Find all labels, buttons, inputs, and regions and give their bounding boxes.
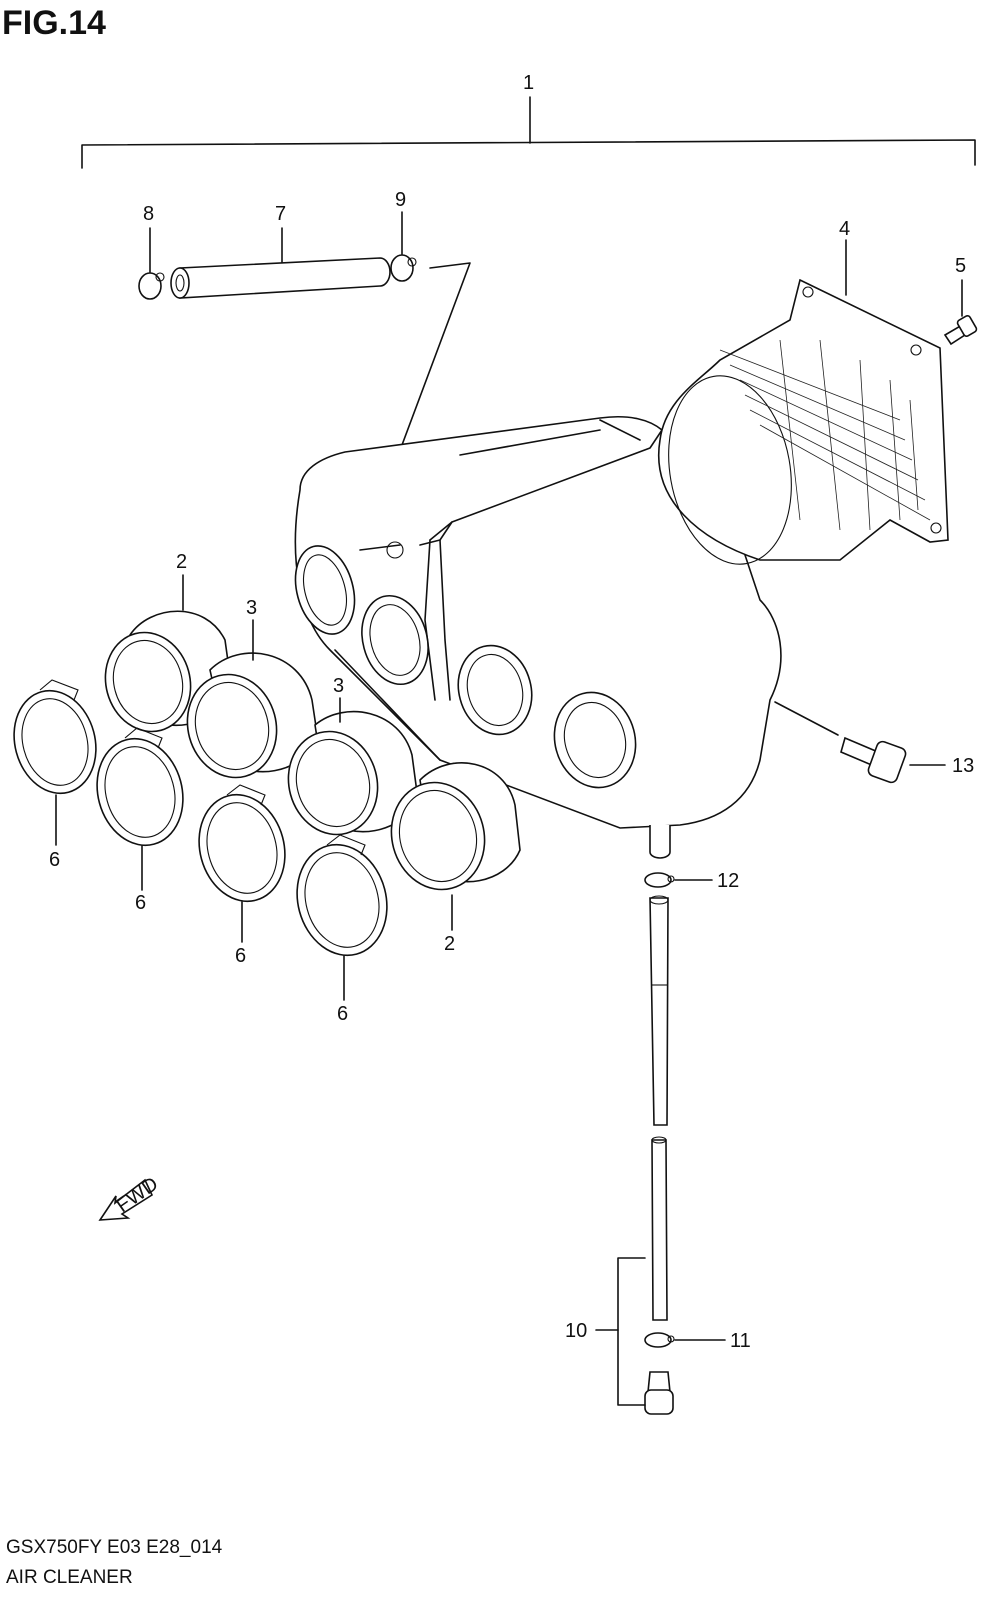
callout-13: 13: [952, 755, 974, 777]
callout-labels: 1 2 2 3 3 4 5 6 6 6 6 7 8 9 10 11 12 13: [49, 72, 974, 1352]
callout-7: 7: [275, 203, 286, 225]
figure-title: FIG.14: [2, 4, 106, 42]
hose-clamp-left: [138, 227, 165, 300]
drain-set-bracket: [595, 1257, 646, 1406]
callout-1: 1: [523, 72, 534, 94]
callout-5: 5: [955, 255, 966, 277]
model-code: GSX750FY E03 E28_014: [6, 1537, 223, 1558]
callout-3: 3: [246, 597, 257, 619]
funnel-clamp-4: [296, 834, 388, 1001]
drain-hose-upper: [649, 895, 669, 1126]
callout-3: 3: [333, 675, 344, 697]
funnel-clamp-2: [96, 727, 184, 891]
callout-6: 6: [235, 945, 246, 967]
callout-8: 8: [143, 203, 154, 225]
drain-plug: [644, 1371, 674, 1415]
intake-boot-right: [287, 697, 419, 836]
drain-hose-lower: [651, 1136, 668, 1321]
funnel-clamp-1: [13, 679, 97, 846]
mounting-bolt: [774, 701, 946, 784]
callout-12: 12: [717, 870, 739, 892]
filter-screw: [943, 279, 978, 346]
callout-11: 11: [730, 1330, 751, 1352]
funnel-clamp-3: [198, 784, 286, 943]
callout-10: 10: [565, 1320, 587, 1342]
drain-clip-lower: [644, 1332, 726, 1348]
fwd-label: FWD: [112, 1173, 162, 1217]
callout-4: 4: [839, 218, 850, 240]
forward-direction-arrow: FWD: [98, 1173, 162, 1221]
drain-clip-upper: [644, 872, 713, 888]
callout-6: 6: [49, 849, 60, 871]
air-filter-element: [657, 239, 949, 565]
breather-hose-part: [170, 227, 391, 299]
callout-6: 6: [337, 1003, 348, 1025]
assembly-bracket: [81, 96, 976, 169]
callout-2: 2: [444, 933, 455, 955]
intake-funnel-right: [390, 762, 521, 931]
callout-9: 9: [395, 189, 406, 211]
assembly-name: AIR CLEANER: [6, 1567, 133, 1588]
callout-6: 6: [135, 892, 146, 914]
air-cleaner-box: [294, 415, 782, 859]
callout-2: 2: [176, 551, 187, 573]
intake-boot-left: [186, 619, 319, 779]
